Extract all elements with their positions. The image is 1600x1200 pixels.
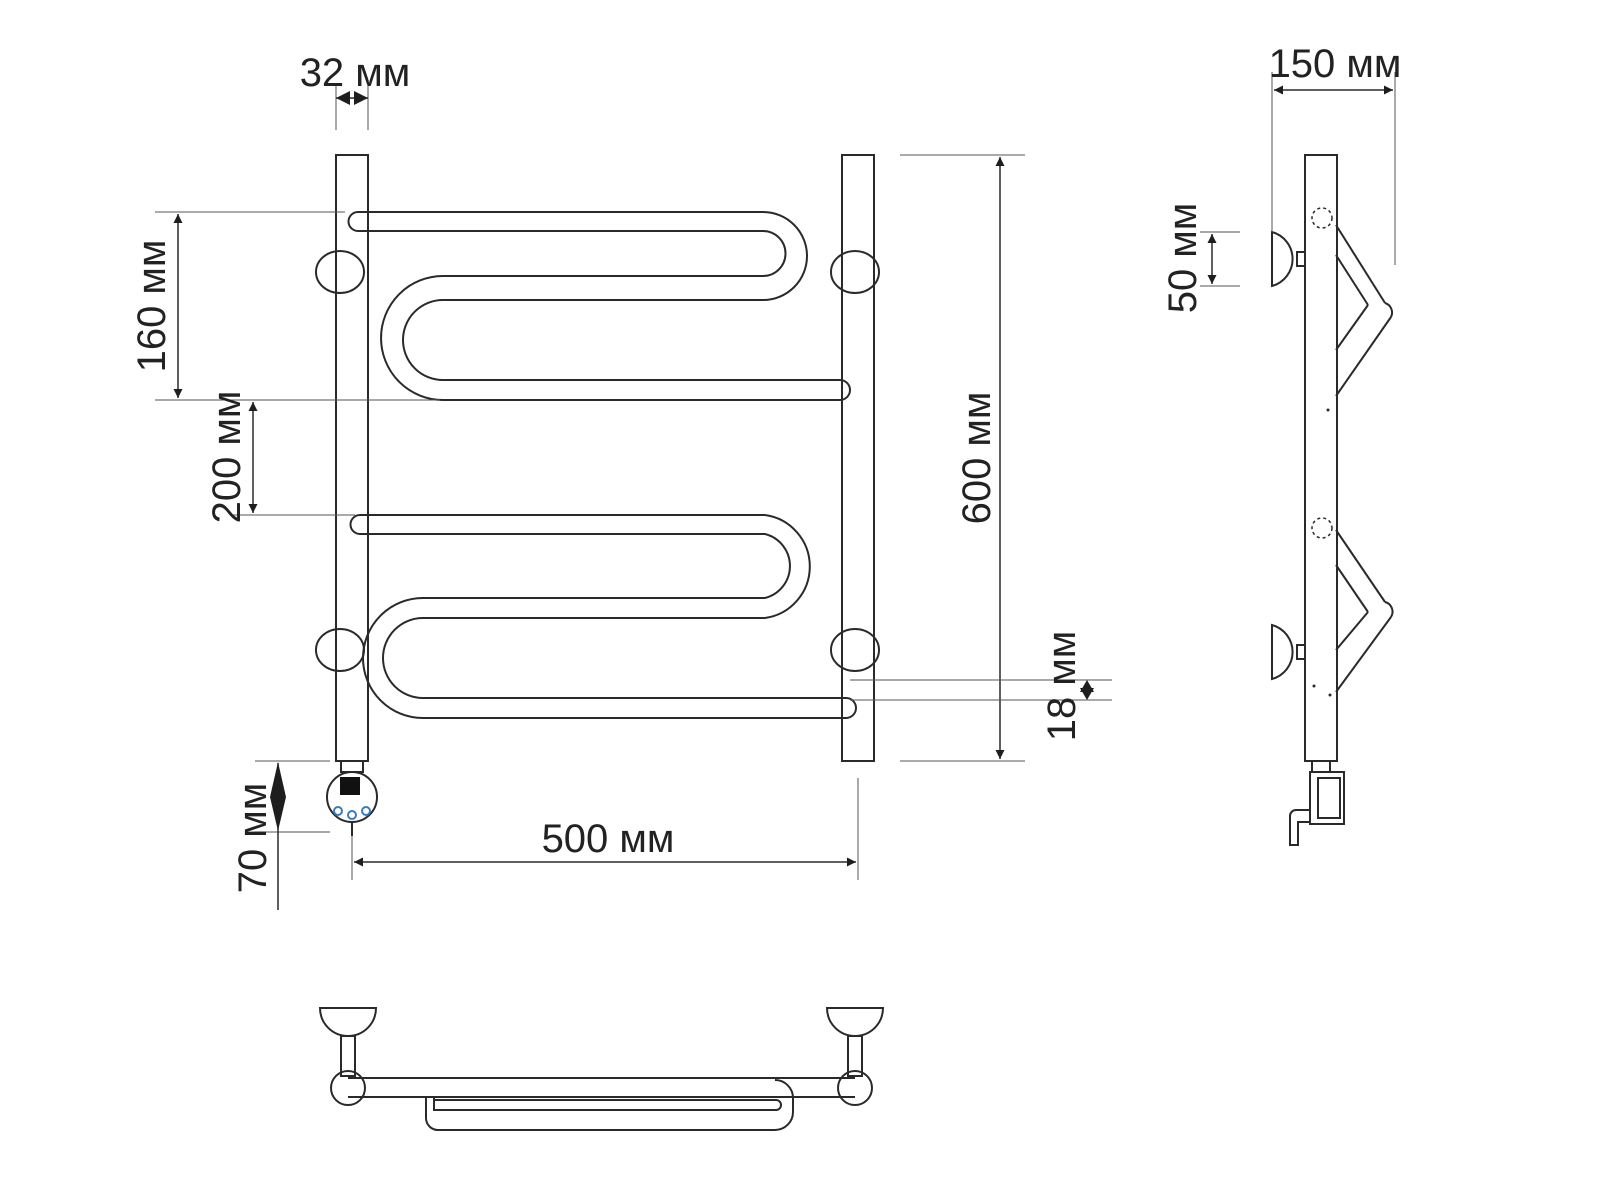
dim-bracket-spacing: 50 мм xyxy=(1161,203,1240,314)
lower-coil xyxy=(349,514,857,719)
front-view xyxy=(315,154,880,836)
dim-label-heater-height: 70 мм xyxy=(231,783,275,894)
dim-center-width: 500 мм xyxy=(351,778,859,880)
dim-total-height: 600 мм xyxy=(900,154,1025,762)
top-right-flange xyxy=(825,1007,885,1037)
side-lower-coil xyxy=(1311,517,1394,697)
top-view xyxy=(318,1007,885,1131)
side-heater xyxy=(1289,760,1345,846)
right-collector-pipe xyxy=(841,154,875,762)
side-wall-brackets xyxy=(1271,230,1306,681)
electric-heater xyxy=(326,760,378,836)
dim-label-pipe-diameter: 32 мм xyxy=(300,51,411,95)
side-upper-coil xyxy=(1311,207,1394,412)
dim-label-loop-gap: 200 мм xyxy=(205,391,249,524)
dim-label-bracket-spacing: 50 мм xyxy=(1161,203,1205,314)
front-wall-brackets xyxy=(315,250,880,672)
dim-label-tube-diameter: 18 мм xyxy=(1040,631,1084,742)
side-collector-pipe xyxy=(1304,154,1338,762)
top-right-collector xyxy=(837,1070,873,1106)
front-dimensions: 32 мм 160 мм 200 мм 600 мм 1 xyxy=(130,51,1112,910)
top-left-collector xyxy=(330,1070,366,1106)
dim-upper-loop-height: 160 мм xyxy=(130,211,440,401)
dim-label-upper-loop-height: 160 мм xyxy=(130,240,174,373)
heater-indicator-icon xyxy=(347,810,357,820)
side-view: 150 мм 50 мм xyxy=(1161,42,1402,846)
upper-coil xyxy=(347,211,851,401)
dim-label-total-height: 600 мм xyxy=(955,392,999,525)
dim-loop-gap: 200 мм xyxy=(205,391,355,524)
dim-heater-height: 70 мм xyxy=(231,760,330,910)
dim-pipe-diameter: 32 мм xyxy=(300,51,411,130)
heater-indicator-icon xyxy=(333,806,343,816)
dim-tube-diameter: 18 мм xyxy=(850,631,1112,742)
dim-label-center-width: 500 мм xyxy=(542,817,675,861)
heater-indicator-icon xyxy=(361,806,371,816)
dim-label-mount-depth: 150 мм xyxy=(1269,42,1402,86)
top-left-flange xyxy=(318,1007,378,1037)
dim-mount-depth: 150 мм xyxy=(1269,42,1402,265)
